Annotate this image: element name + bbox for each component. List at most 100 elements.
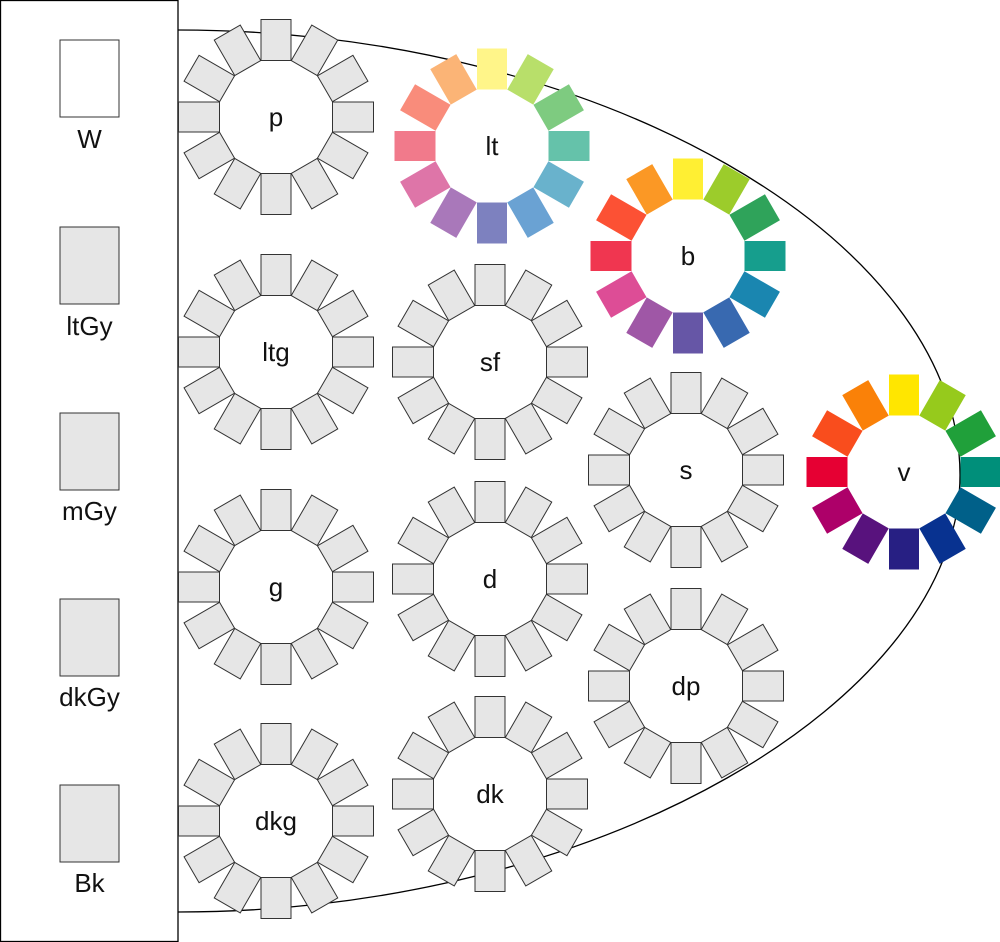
tone-v-swatch-8	[842, 513, 889, 564]
tone-dp-swatch-6	[700, 726, 749, 779]
tone-dk-swatch-7	[474, 850, 506, 892]
tone-ltg-swatch-3	[316, 289, 369, 338]
tone-s-swatch-8	[623, 510, 672, 563]
tone-v-swatch-7	[889, 528, 919, 570]
tone-sf-swatch-7	[474, 418, 506, 460]
tone-lt-swatch-6	[507, 187, 554, 238]
tone-p-swatch-10	[178, 101, 220, 133]
tone-v-swatch-5	[945, 487, 996, 534]
tone-ring-sf: sf	[392, 264, 588, 460]
tone-dk-swatch-6	[504, 834, 553, 887]
tone-dkg-swatch-1	[260, 723, 292, 765]
tone-dp-swatch-7	[670, 742, 702, 784]
neutral-label-w: W	[77, 124, 102, 154]
tone-dk-swatch-5	[530, 808, 583, 857]
tone-label-sf: sf	[480, 347, 501, 377]
tone-dk-swatch-8	[427, 834, 476, 887]
tone-dk-swatch-2	[504, 701, 553, 754]
tone-dkg-swatch-5	[316, 835, 369, 884]
tone-d-swatch-12	[427, 486, 476, 539]
tone-p-swatch-4	[332, 101, 374, 133]
tone-ltg-swatch-1	[260, 254, 292, 296]
tone-dkg-swatch-6	[290, 861, 339, 914]
tone-ltg-swatch-8	[213, 392, 262, 445]
tone-label-s: s	[680, 455, 693, 485]
tone-ring-s: s	[588, 372, 784, 568]
tone-dkg-swatch-10	[178, 805, 220, 837]
tone-label-d: d	[483, 564, 497, 594]
tone-sf-swatch-5	[530, 376, 583, 425]
neutral-dkgy: dkGy	[59, 598, 120, 712]
tone-v-swatch-9	[812, 487, 863, 534]
tone-b-swatch-6	[703, 297, 750, 348]
tone-dkg-swatch-11	[183, 758, 236, 807]
tone-dp-swatch-5	[726, 700, 779, 749]
tone-s-swatch-7	[670, 526, 702, 568]
tone-ltg-swatch-6	[290, 392, 339, 445]
tone-b-swatch-3	[729, 194, 780, 241]
tone-lt-swatch-7	[477, 202, 507, 244]
tone-dp-swatch-9	[593, 700, 646, 749]
tone-dp-swatch-4	[742, 670, 784, 702]
tone-sf-swatch-6	[504, 402, 553, 455]
neutral-w: W	[59, 39, 120, 154]
tone-ltg-swatch-7	[260, 408, 292, 450]
tone-s-swatch-11	[593, 407, 646, 456]
tone-d-swatch-5	[530, 593, 583, 642]
tone-dp-swatch-10	[588, 670, 630, 702]
tone-p-swatch-1	[260, 19, 292, 61]
tone-ring-lt: lt	[394, 48, 590, 244]
tone-sf-swatch-9	[397, 376, 450, 425]
tone-v-swatch-11	[812, 410, 863, 457]
tone-d-swatch-6	[504, 619, 553, 672]
tone-s-swatch-1	[670, 372, 702, 414]
tone-label-dk: dk	[476, 779, 504, 809]
tone-v-swatch-10	[806, 457, 848, 487]
tone-d-swatch-2	[504, 486, 553, 539]
tone-s-swatch-10	[588, 454, 630, 486]
neutral-swatch-dkgy	[59, 598, 120, 677]
tone-d-swatch-8	[427, 619, 476, 672]
neutral-label-ltgy: ltGy	[66, 311, 112, 341]
tone-ltg-swatch-2	[290, 259, 339, 312]
tone-space-outline	[177, 29, 961, 913]
tone-lt-swatch-12	[430, 54, 477, 105]
neutral-label-bk: Bk	[74, 868, 105, 898]
tone-p-swatch-6	[290, 157, 339, 210]
tone-d-swatch-9	[397, 593, 450, 642]
tone-g-swatch-8	[213, 627, 262, 680]
tone-d-swatch-4	[546, 563, 588, 595]
tone-ring-dp: dp	[588, 588, 784, 784]
tone-lt-swatch-2	[507, 54, 554, 105]
tone-dk-swatch-1	[474, 696, 506, 738]
tone-dp-swatch-1	[670, 588, 702, 630]
tone-dk-swatch-3	[530, 731, 583, 780]
tone-s-swatch-3	[726, 407, 779, 456]
tone-sf-swatch-3	[530, 299, 583, 348]
neutral-swatch-bk	[59, 784, 120, 863]
tone-g-swatch-7	[260, 643, 292, 685]
tone-p-swatch-5	[316, 131, 369, 180]
tone-sf-swatch-1	[474, 264, 506, 306]
tone-lt-swatch-8	[430, 187, 477, 238]
tone-s-swatch-2	[700, 377, 749, 430]
tone-b-swatch-1	[673, 158, 703, 200]
neutral-scale: W ltGy mGy dkGy Bk	[59, 39, 120, 898]
neutral-label-dkgy: dkGy	[59, 682, 120, 712]
tone-b-swatch-11	[596, 194, 647, 241]
tone-lt-swatch-11	[400, 84, 451, 131]
tone-dkg-swatch-4	[332, 805, 374, 837]
tone-ring-ltg: ltg	[178, 254, 374, 450]
tone-label-v: v	[898, 457, 911, 487]
tone-sf-swatch-12	[427, 269, 476, 322]
tone-d-swatch-1	[474, 481, 506, 523]
tone-dk-swatch-12	[427, 701, 476, 754]
neutral-swatch-w	[59, 39, 120, 118]
tone-dkg-swatch-9	[183, 835, 236, 884]
tone-label-b: b	[681, 241, 695, 271]
tone-label-dkg: dkg	[255, 806, 297, 836]
tone-label-g: g	[269, 572, 283, 602]
tone-dk-swatch-9	[397, 808, 450, 857]
tone-v-swatch-4	[960, 457, 1000, 487]
tone-p-swatch-7	[260, 173, 292, 215]
